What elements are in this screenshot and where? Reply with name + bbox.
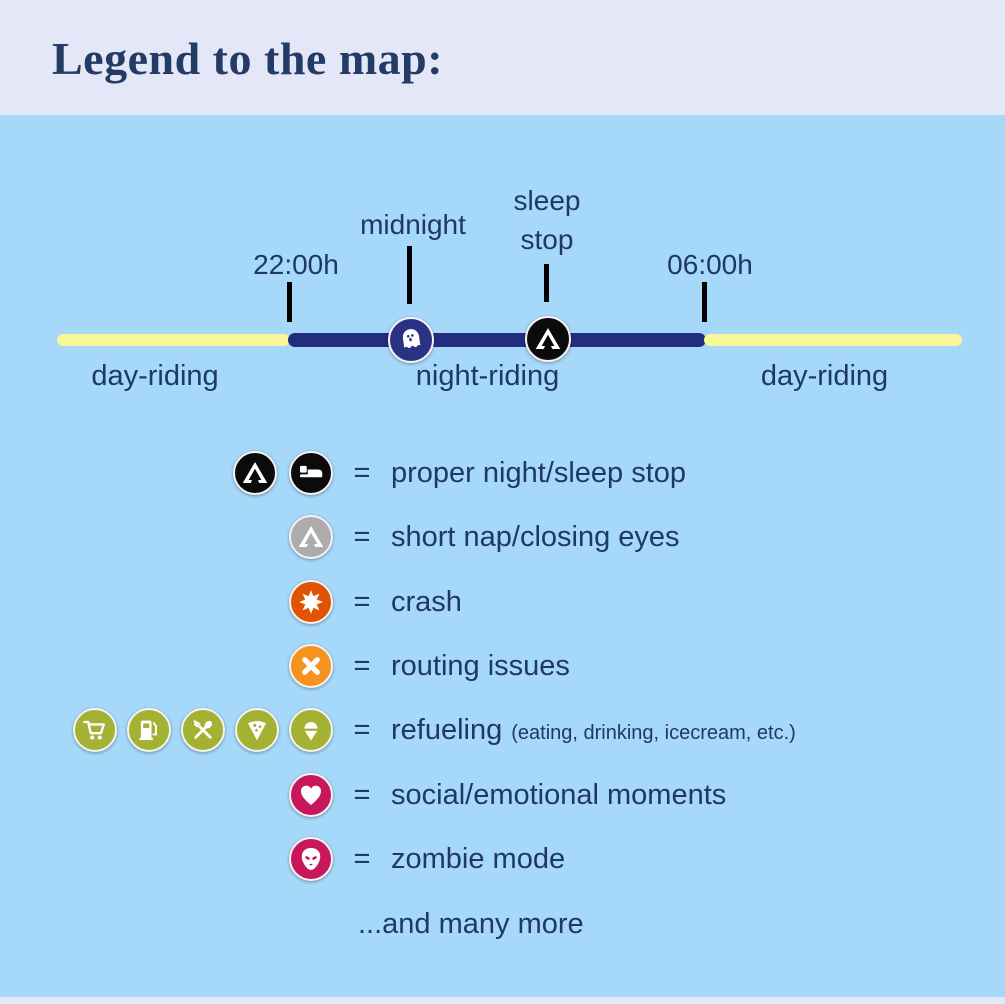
tent-icon xyxy=(233,451,277,495)
tick-label-midnight: midnight xyxy=(360,209,466,240)
legend-row-short-nap: = short nap/closing eyes xyxy=(0,515,1005,559)
tick-midnight xyxy=(407,246,412,304)
equals-sign: = xyxy=(353,520,371,553)
legend-label: crash xyxy=(391,585,462,618)
map-legend-panel: 22:00h midnight sleep stop 06:00h xyxy=(0,115,1005,997)
legend-label: social/emotional moments xyxy=(391,778,727,811)
crash-burst-icon xyxy=(289,580,333,624)
legend-row-routing-issues: = routing issues xyxy=(0,644,1005,688)
legend-row-social-emotional: = social/emotional moments xyxy=(0,773,1005,817)
legend-label: proper night/sleep stop xyxy=(391,456,687,489)
legend-label: zombie mode xyxy=(391,842,566,875)
legend-row-proper-night-stop: = proper night/sleep stop xyxy=(0,451,1005,495)
pizza-icon xyxy=(235,708,279,752)
tick-22h xyxy=(287,282,292,322)
equals-sign: = xyxy=(353,456,371,489)
equals-sign: = xyxy=(353,713,371,746)
legend-label-suffix: (eating, drinking, icecream, etc.) xyxy=(511,721,796,744)
equals-sign: = xyxy=(353,778,371,811)
segment-label-day-left: day-riding xyxy=(91,360,219,392)
legend-label: routing issues xyxy=(391,649,570,682)
tick-sleep-stop xyxy=(544,264,549,302)
tick-label-sleep-stop: sleep stop xyxy=(513,185,581,255)
fuel-pump-icon xyxy=(127,708,171,752)
tent-icon xyxy=(289,515,333,559)
equals-sign: = xyxy=(353,585,371,618)
tick-label-06h: 06:00h xyxy=(667,249,753,280)
tick-06h xyxy=(702,282,707,322)
legend-row-refueling: = refueling (eating, drinking, icecream,… xyxy=(0,708,1005,752)
legend-label: short nap/closing eyes xyxy=(391,520,680,553)
legend-row-zombie-mode: = zombie mode xyxy=(0,837,1005,881)
night-line xyxy=(288,333,706,347)
cross-icon xyxy=(289,644,333,688)
cutlery-icon xyxy=(181,708,225,752)
segment-label-night: night-riding xyxy=(415,360,560,392)
equals-sign: = xyxy=(353,842,371,875)
equals-sign: = xyxy=(353,649,371,682)
tent-icon xyxy=(533,324,563,354)
ghost-icon xyxy=(394,323,428,357)
page-title: Legend to the map: xyxy=(52,33,444,84)
legend-footer-note: ...and many more xyxy=(358,908,584,940)
segment-label-day-right: day-riding xyxy=(760,360,889,392)
legend-row-crash: = crash xyxy=(0,580,1005,624)
bed-icon xyxy=(289,451,333,495)
ice-cream-icon xyxy=(289,708,333,752)
day-line-left xyxy=(57,334,290,346)
alien-icon xyxy=(289,837,333,881)
heart-icon xyxy=(289,773,333,817)
shopping-cart-icon xyxy=(73,708,117,752)
header: Legend to the map: xyxy=(0,0,1005,115)
tick-label-22h: 22:00h xyxy=(253,249,339,280)
sleep-stop-marker xyxy=(525,316,571,362)
legend-label: refueling xyxy=(391,713,503,746)
midnight-marker xyxy=(388,317,434,363)
day-line-right xyxy=(704,334,962,346)
